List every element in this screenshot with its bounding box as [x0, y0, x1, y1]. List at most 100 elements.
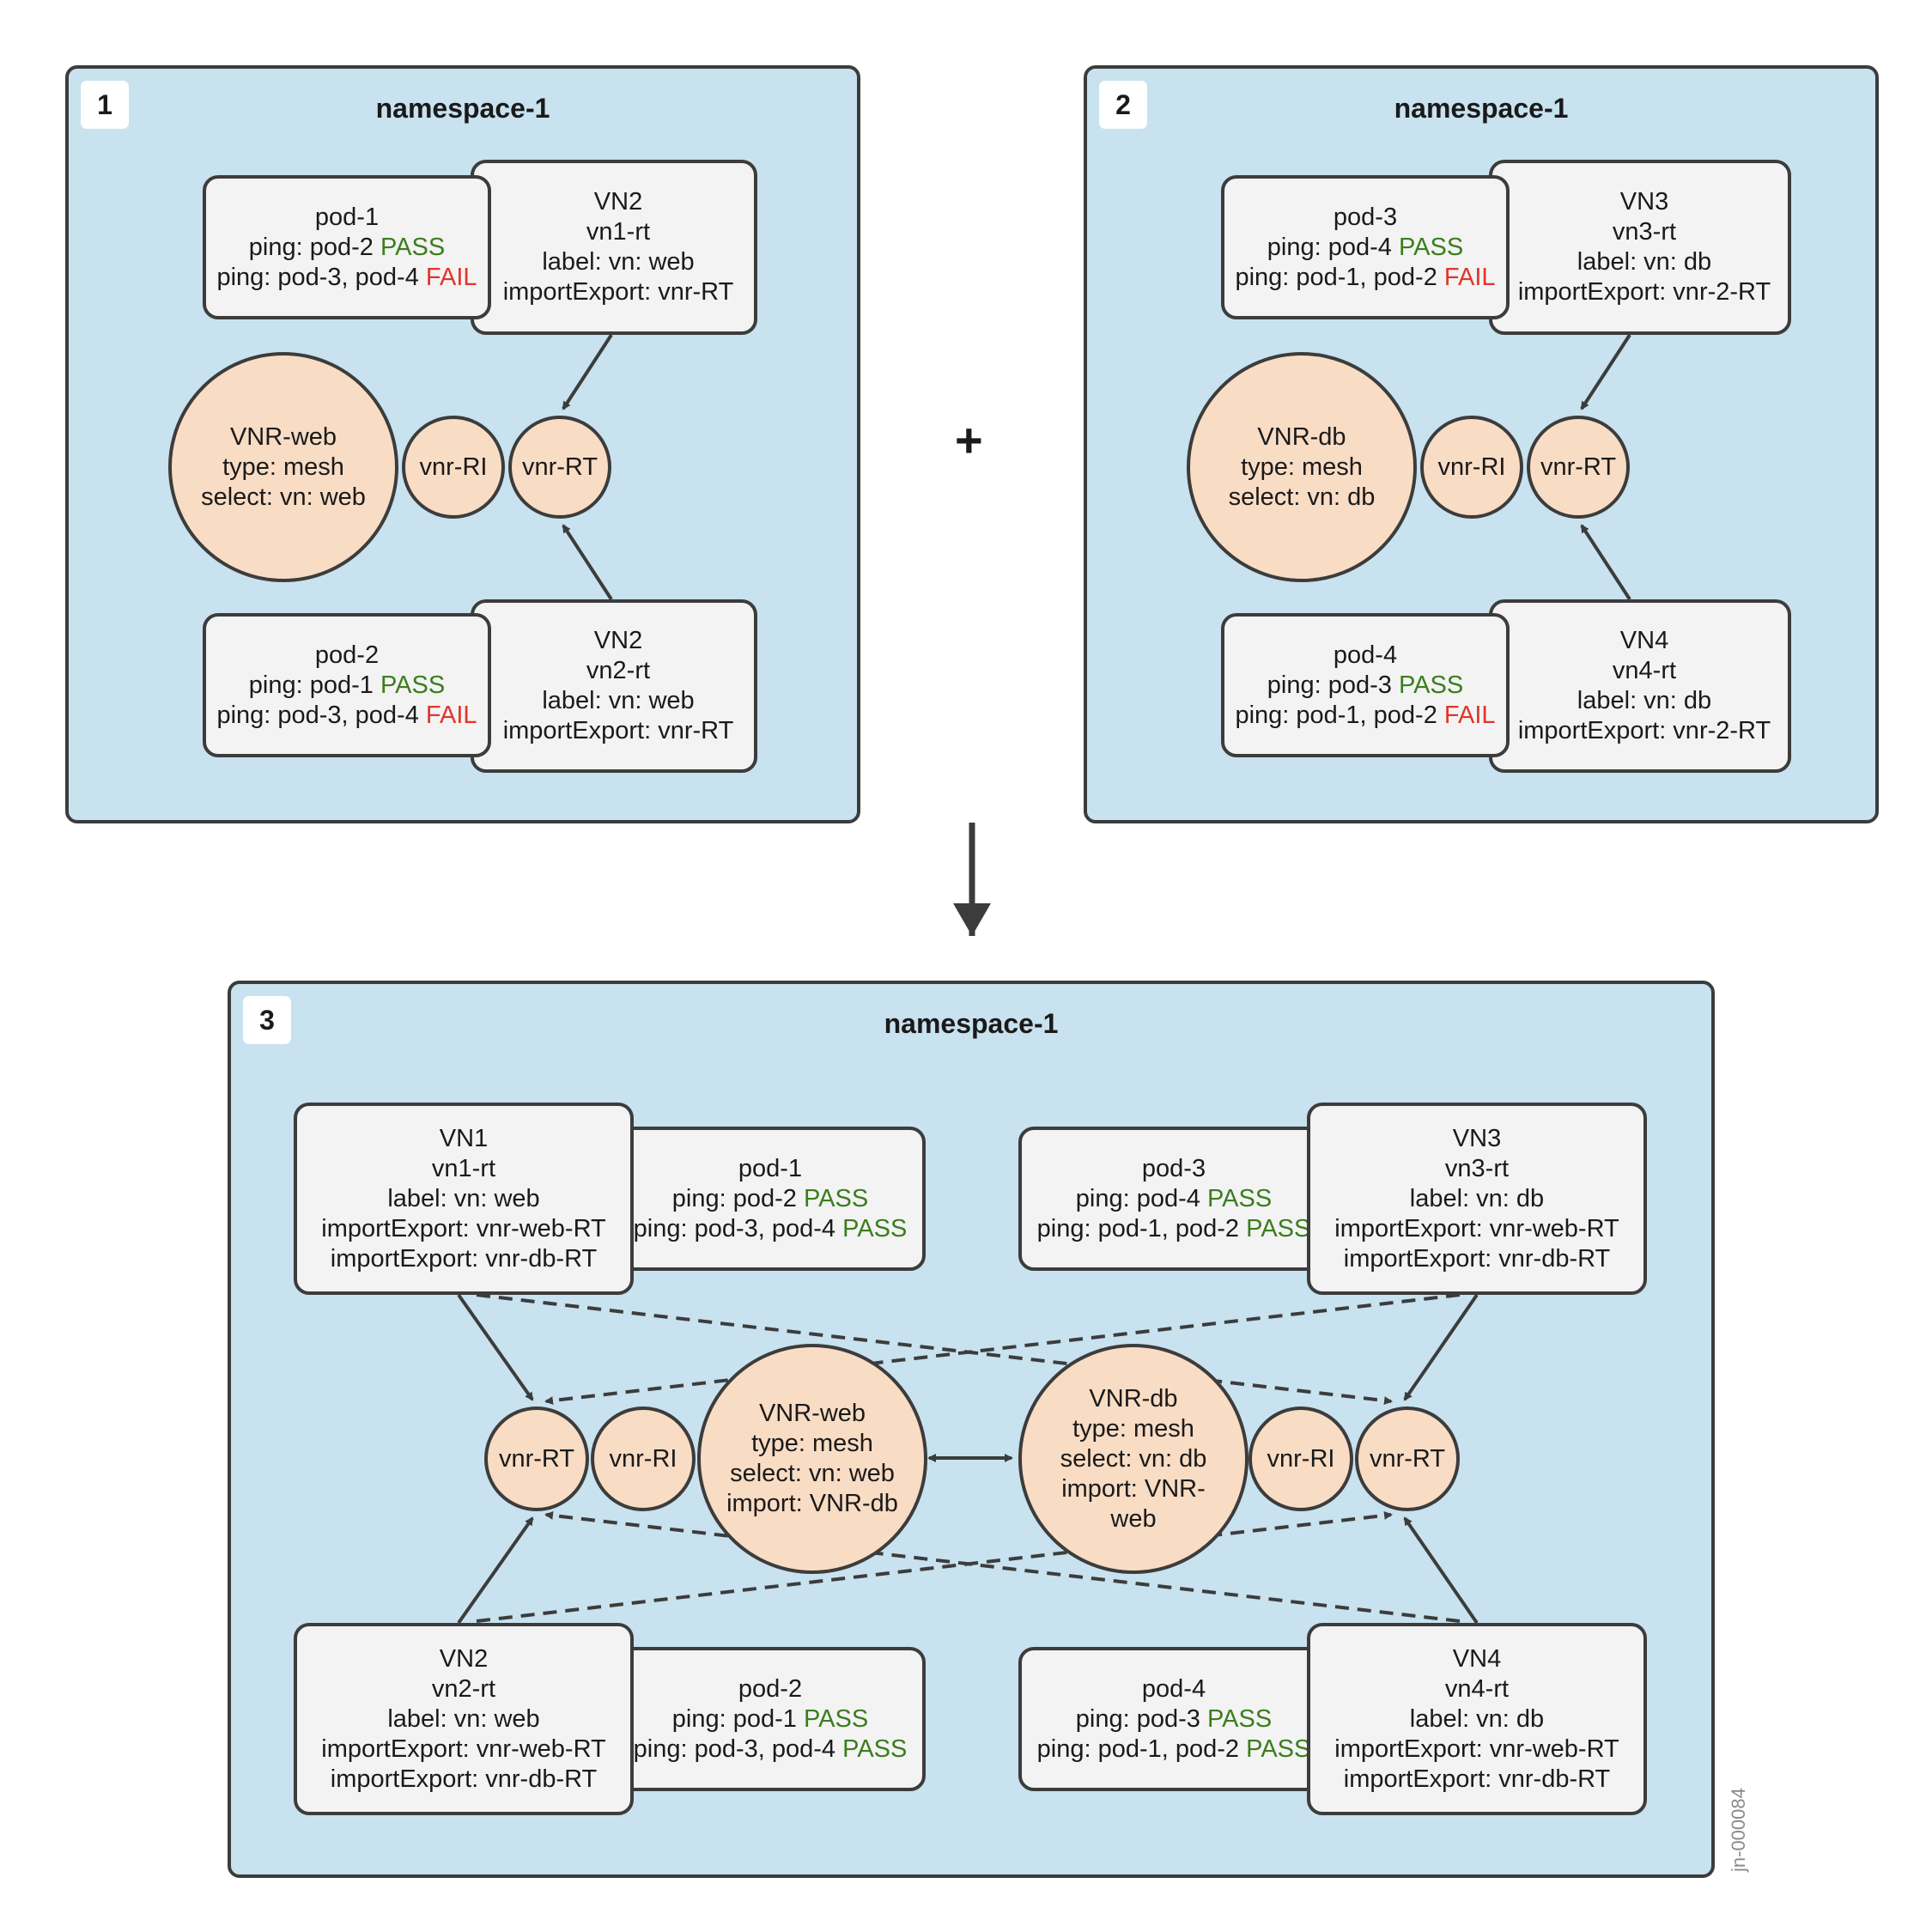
vn-rt: vn3-rt	[1444, 1154, 1510, 1182]
vn-rt: vn2-rt	[431, 1674, 496, 1703]
vn-rt: vn2-rt	[586, 657, 651, 684]
arrow-vn-bot-to-rt	[1580, 524, 1631, 601]
vn-label: label: vn: web	[387, 1184, 540, 1212]
vn-name: VN4	[1619, 627, 1669, 654]
ping-line: ping: pod-1, pod-2	[1036, 1735, 1247, 1763]
vn-import-export: importExport: vnr-RT	[502, 717, 734, 744]
dashed-vn3-to-left-rt	[544, 1293, 1461, 1406]
pass-status: PASS	[842, 1735, 908, 1763]
arrow-vn-top-to-rt	[1580, 333, 1631, 410]
ping-line: ping: pod-3, pod-4	[216, 263, 426, 291]
fail-status: FAIL	[1443, 701, 1496, 729]
vnr-import: import: VNR-db	[726, 1490, 898, 1517]
vnr-name: VNR-web	[758, 1400, 866, 1427]
arrow-vn1-to-rt	[457, 1293, 534, 1401]
plus-sign: +	[955, 413, 983, 467]
vn-import-export: importExport: vnr-db-RT	[1343, 1765, 1611, 1793]
ping-line: ping: pod-2	[248, 233, 380, 261]
vn-box-vn1: VN1 vn1-rt label: vn: web importExport: …	[294, 1103, 634, 1295]
vnr-type: type: mesh	[1241, 453, 1363, 481]
vnr-rt-circle-right: vnr-RT	[1355, 1406, 1460, 1511]
vnr-import-cont: web	[1110, 1504, 1157, 1533]
pass-status: PASS	[380, 671, 446, 699]
vnr-rt-circle: vnr-RT	[508, 416, 611, 519]
vn-import-export: importExport: vnr-db-RT	[1343, 1244, 1611, 1273]
vnr-import: import: VNR-	[1061, 1474, 1206, 1503]
ping-line: ping: pod-3, pod-4	[633, 1214, 843, 1242]
pass-status: PASS	[380, 233, 446, 261]
vn-import-export: importExport: vnr-web-RT	[321, 1735, 606, 1763]
ping-line: ping: pod-1, pod-2	[1235, 263, 1444, 291]
ping-line: ping: pod-1	[248, 671, 380, 699]
pod-box-pod3: pod-3 ping: pod-4 PASS ping: pod-1, pod-…	[1018, 1127, 1329, 1271]
pod-name: pod-4	[1141, 1674, 1206, 1703]
ping-line: ping: pod-1	[671, 1704, 804, 1733]
pod-box-top: pod-1 ping: pod-2 PASS ping: pod-3, pod-…	[203, 175, 491, 319]
vn-import-export: importExport: vnr-web-RT	[1334, 1214, 1619, 1242]
pass-status: PASS	[1206, 1704, 1273, 1733]
vn-label: label: vn: db	[1577, 248, 1712, 276]
ping-line: ping: pod-3, pod-4	[633, 1735, 843, 1763]
vn-box-top: VN3 vn3-rt label: vn: db importExport: v…	[1489, 160, 1791, 335]
fail-status: FAIL	[425, 701, 477, 729]
vn-name: VN3	[1452, 1124, 1502, 1152]
pass-status: PASS	[1246, 1735, 1311, 1763]
panel-title: namespace-1	[1394, 93, 1569, 124]
vnr-ri-circle: vnr-RI	[402, 416, 505, 519]
pod-name: pod-3	[1333, 203, 1398, 231]
vn-label: label: vn: web	[542, 248, 695, 276]
pod-name: pod-2	[738, 1674, 803, 1703]
vn-rt: vn4-rt	[1444, 1674, 1510, 1703]
vnr-select: select: vn: web	[730, 1460, 895, 1487]
vnr-name: VNR-web	[229, 422, 337, 451]
pod-name: pod-1	[314, 203, 380, 231]
vn-box-bottom: VN2 vn2-rt label: vn: web importExport: …	[471, 599, 757, 773]
pod-name: pod-2	[314, 641, 380, 669]
pod-box-pod2: pod-2 ping: pod-1 PASS ping: pod-3, pod-…	[615, 1647, 926, 1791]
vn-name: VN2	[593, 627, 643, 654]
fail-status: FAIL	[425, 263, 477, 291]
ping-line: ping: pod-1, pod-2	[1036, 1214, 1247, 1242]
ping-line: ping: pod-3	[1075, 1704, 1207, 1733]
pass-status: PASS	[1398, 671, 1464, 699]
ping-line: ping: pod-4	[1075, 1184, 1207, 1212]
vn-import-export: importExport: vnr-web-RT	[1334, 1735, 1619, 1763]
dashed-vn2-to-right-rt	[476, 1510, 1393, 1623]
vn-import-export: importExport: vnr-2-RT	[1517, 717, 1771, 744]
vn-name: VN2	[439, 1644, 489, 1673]
vn-label: label: vn: db	[1409, 1704, 1545, 1733]
vn-label: label: vn: web	[387, 1704, 540, 1733]
vn-import-export: importExport: vnr-db-RT	[330, 1765, 598, 1793]
arrow-vn3-to-rt	[1403, 1293, 1479, 1401]
vnr-type: type: mesh	[751, 1430, 873, 1457]
pod-name: pod-4	[1333, 641, 1398, 669]
dashed-vn1-to-right-rt	[476, 1293, 1393, 1406]
vn-box-top: VN2 vn1-rt label: vn: web importExport: …	[471, 160, 757, 335]
vnr-rt-circle-left: vnr-RT	[484, 1406, 589, 1511]
vn-box-vn4: VN4 vn4-rt label: vn: db importExport: v…	[1307, 1623, 1647, 1815]
vnr-rt-circle: vnr-RT	[1527, 416, 1630, 519]
pod-name: pod-1	[738, 1154, 803, 1182]
vn-box-bottom: VN4 vn4-rt label: vn: db importExport: v…	[1489, 599, 1791, 773]
vnr-name: VNR-db	[1257, 422, 1346, 451]
fail-status: FAIL	[1443, 263, 1496, 291]
vn-label: label: vn: db	[1577, 687, 1712, 714]
vn-rt: vn1-rt	[586, 218, 651, 246]
pod-box-bottom: pod-2 ping: pod-1 PASS ping: pod-3, pod-…	[203, 613, 491, 757]
ping-line: ping: pod-4	[1267, 233, 1399, 261]
vn-label: label: vn: web	[542, 687, 695, 714]
vn-import-export: importExport: vnr-2-RT	[1517, 278, 1771, 306]
vn-box-vn3: VN3 vn3-rt label: vn: db importExport: v…	[1307, 1103, 1647, 1295]
vnr-name: VNR-db	[1089, 1384, 1178, 1413]
ping-line: ping: pod-2	[671, 1184, 804, 1212]
document-id: jn-000084	[1728, 1788, 1749, 1872]
arrow-vn2-to-rt	[457, 1516, 534, 1625]
vnr-ri-circle: vnr-RI	[1420, 416, 1523, 519]
panel-title: namespace-1	[884, 1008, 1059, 1039]
vnr-ri-circle-right: vnr-RI	[1249, 1406, 1353, 1511]
vn-import-export: importExport: vnr-web-RT	[321, 1214, 606, 1242]
pass-status: PASS	[803, 1184, 869, 1212]
vnr-type: type: mesh	[1072, 1414, 1194, 1443]
vnr-db-circle: VNR-db type: mesh select: vn: db	[1187, 352, 1417, 582]
vn-import-export: importExport: vnr-RT	[502, 278, 734, 306]
